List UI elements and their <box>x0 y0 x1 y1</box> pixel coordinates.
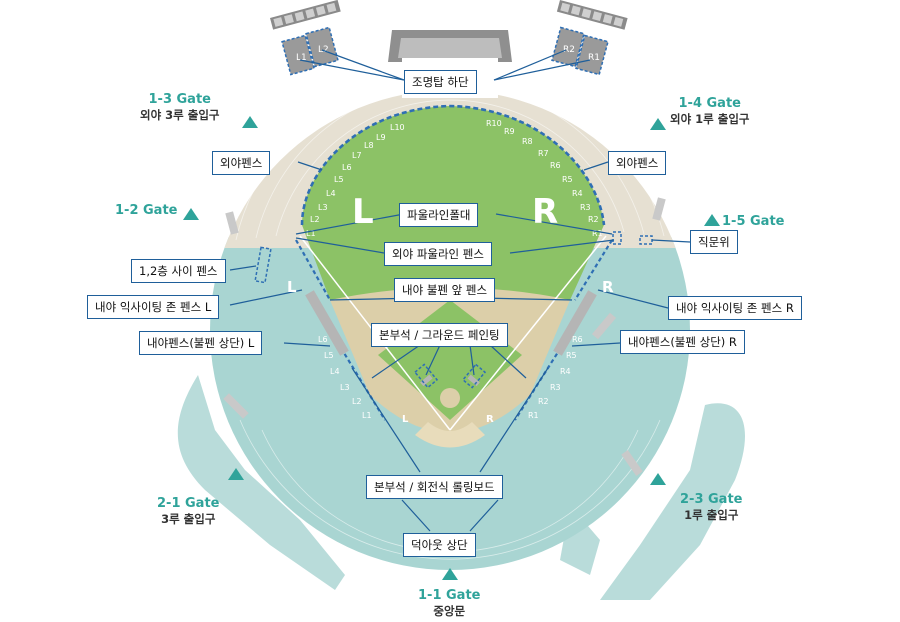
gate-1-4-name: 1-4 Gate <box>678 96 742 111</box>
gate-1-4-sub: 외야 1루 출입구 <box>670 112 750 126</box>
svg-text:R10: R10 <box>486 119 502 128</box>
svg-text:R5: R5 <box>562 175 573 184</box>
gate-2-3-name: 2-3 Gate <box>680 492 743 507</box>
callout-judge-post: 직문위 <box>690 230 738 254</box>
callout-rolling-board: 본부석 / 회전식 롤링보드 <box>366 475 503 499</box>
svg-text:R1: R1 <box>528 411 539 420</box>
svg-text:L6: L6 <box>318 335 328 344</box>
callout-outfield-fence-left: 외야펜스 <box>212 151 271 175</box>
gate-2-3: 2-3 Gate 1루 출입구 <box>680 492 743 523</box>
outfield-letter-right: R <box>532 192 559 232</box>
gate-1-1: 1-1 Gate 중앙문 <box>418 588 481 619</box>
svg-text:R1: R1 <box>592 229 603 238</box>
callout-light-tower-base: 조명탑 하단 <box>404 70 477 94</box>
svg-text:L4: L4 <box>330 367 340 376</box>
callout-bullpen-front-fence: 내야 불펜 앞 펜스 <box>394 278 496 302</box>
svg-text:L8: L8 <box>364 141 374 150</box>
gate-1-2-name: 1-2 Gate <box>115 203 178 218</box>
infield-markers-right: R6 R5 R4 R3 R2 R1 <box>528 335 583 420</box>
gate-1-1-name: 1-1 Gate <box>418 588 481 603</box>
home-plate-area <box>415 422 485 448</box>
svg-text:L5: L5 <box>324 351 334 360</box>
svg-text:L2: L2 <box>310 215 320 224</box>
svg-text:L7: L7 <box>352 151 362 160</box>
scoreboard <box>388 30 512 98</box>
svg-text:L2: L2 <box>352 397 362 406</box>
svg-text:R2: R2 <box>538 397 549 406</box>
svg-text:R4: R4 <box>572 189 583 198</box>
callout-infield-fence-left: 내야펜스(불펜 상단) L <box>139 331 263 355</box>
svg-text:R3: R3 <box>580 203 591 212</box>
svg-text:L9: L9 <box>376 133 386 142</box>
svg-text:L3: L3 <box>340 383 350 392</box>
pitcher-mound <box>440 388 460 408</box>
callout-foul-pole: 파울라인폴대 <box>399 203 479 227</box>
gate-1-5-name: 1-5 Gate <box>722 214 785 229</box>
gate-2-1-sub: 3루 출입구 <box>161 512 216 526</box>
gate-2-3-sub: 1루 출입구 <box>684 508 739 522</box>
svg-text:R5: R5 <box>566 351 577 360</box>
callout-exciting-zone-left: 내야 익사이팅 존 펜스 L <box>87 295 220 319</box>
outfield-markers-left: L10 L9 L8 L7 L6 L5 L4 L3 L2 L1 <box>306 123 405 238</box>
outfield-markers-right: R10 R9 R8 R7 R6 R5 R4 R3 R2 R1 <box>486 119 603 238</box>
svg-text:R7: R7 <box>538 149 549 158</box>
side-letter-left: L <box>287 278 297 296</box>
tower-label-r2: R2 <box>563 45 575 55</box>
home-letter-left: L <box>402 414 409 425</box>
svg-text:R8: R8 <box>522 137 533 146</box>
gate-1-3-sub: 외야 3루 출입구 <box>140 108 220 122</box>
callout-side-fence-12: 1,2층 사이 펜스 <box>131 259 226 283</box>
tower-label-r1: R1 <box>588 53 600 63</box>
svg-text:L10: L10 <box>390 123 405 132</box>
svg-text:L6: L6 <box>342 163 352 172</box>
tower-label-l1: L1 <box>296 53 307 63</box>
gate-1-4: 1-4 Gate 외야 1루 출입구 <box>670 96 750 127</box>
home-letter-right: R <box>486 414 494 425</box>
svg-text:R3: R3 <box>550 383 561 392</box>
svg-text:L1: L1 <box>306 229 316 238</box>
svg-text:R6: R6 <box>572 335 583 344</box>
light-tower-icon <box>270 0 628 76</box>
callout-infield-fence-right: 내야펜스(불펜 상단) R <box>620 330 745 354</box>
svg-text:R2: R2 <box>588 215 599 224</box>
svg-text:R9: R9 <box>504 127 515 136</box>
gate-1-3: 1-3 Gate 외야 3루 출입구 <box>140 92 220 123</box>
bullpen-strips <box>305 290 597 387</box>
callout-outfield-foul-fence: 외야 파울라인 펜스 <box>384 242 492 266</box>
callout-main-stand-painting: 본부석 / 그라운드 페인팅 <box>371 323 508 347</box>
side-letter-right: R <box>602 278 614 296</box>
svg-text:L1: L1 <box>362 411 372 420</box>
gate-1-3-name: 1-3 Gate <box>148 92 212 107</box>
svg-text:R4: R4 <box>560 367 571 376</box>
outfield-letter-left: L <box>352 192 374 232</box>
dashed-fence-icon <box>300 104 606 226</box>
callout-dugout-top: 덕아웃 상단 <box>403 533 476 557</box>
callout-exciting-zone-right: 내야 익사이팅 존 펜스 R <box>668 296 802 320</box>
callout-outfield-fence-right: 외야펜스 <box>608 151 667 175</box>
gate-2-1-name: 2-1 Gate <box>157 496 220 511</box>
infield-markers-left: L6 L5 L4 L3 L2 L1 <box>318 335 372 420</box>
svg-text:R6: R6 <box>550 161 561 170</box>
svg-text:L4: L4 <box>326 189 336 198</box>
svg-text:L5: L5 <box>334 175 344 184</box>
gate-2-1: 2-1 Gate 3루 출입구 <box>157 496 220 527</box>
gate-1-1-sub: 중앙문 <box>433 604 466 618</box>
svg-text:L3: L3 <box>318 203 328 212</box>
triangle-up-icon <box>183 116 720 580</box>
